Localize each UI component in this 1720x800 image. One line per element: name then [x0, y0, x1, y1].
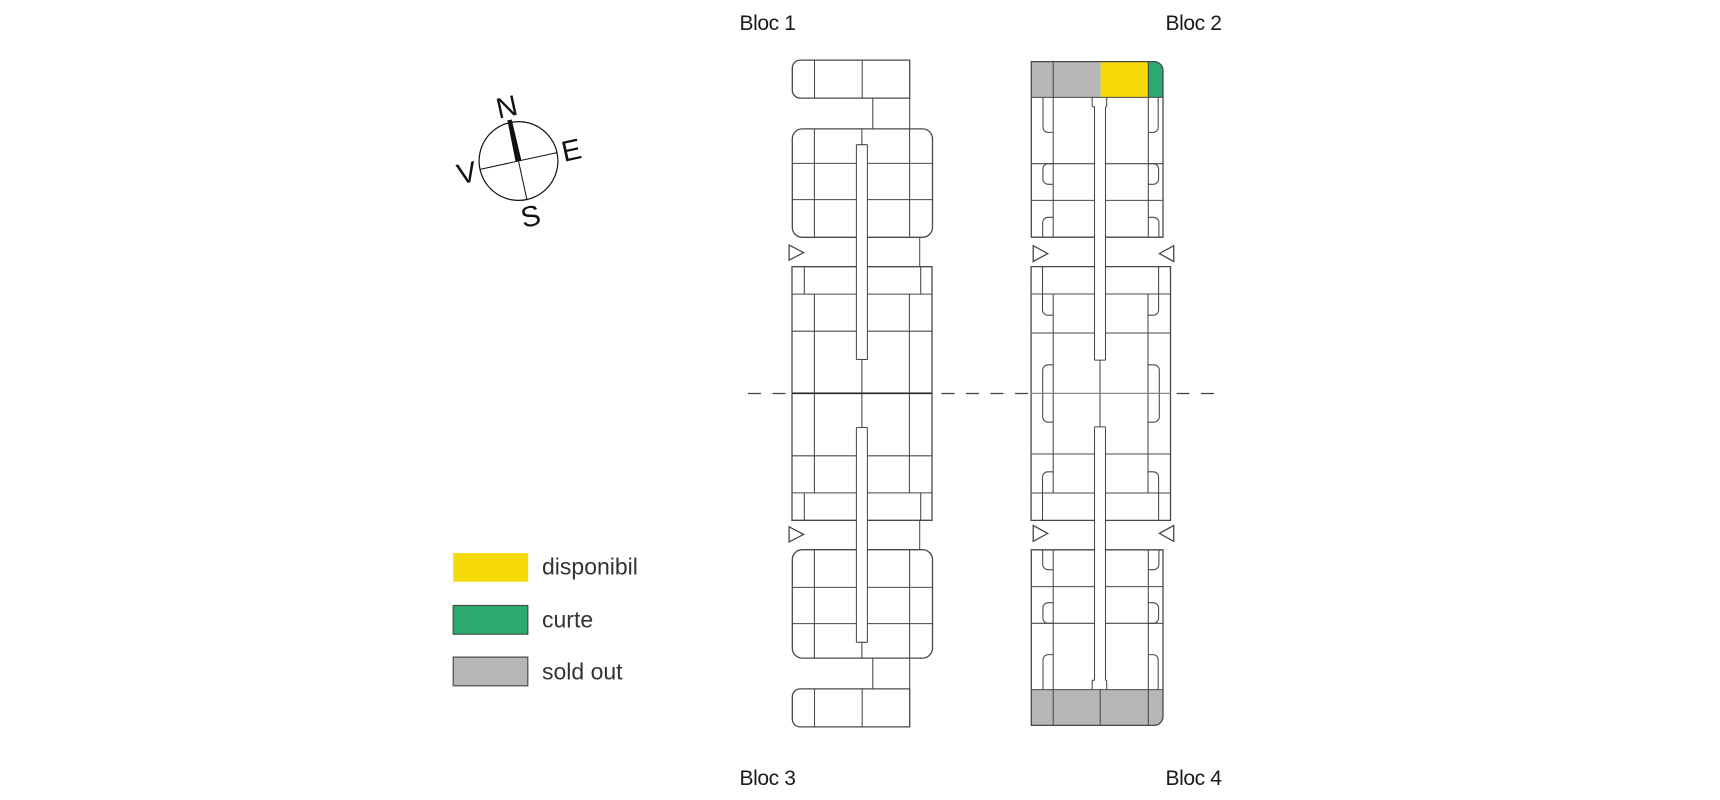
svg-text:Bloc 1: Bloc 1 — [740, 12, 796, 35]
svg-text:disponibil: disponibil — [542, 554, 638, 580]
svg-text:Bloc 4: Bloc 4 — [1166, 767, 1223, 790]
svg-text:Bloc 3: Bloc 3 — [740, 767, 796, 790]
svg-text:Bloc 2: Bloc 2 — [1166, 12, 1222, 35]
svg-text:curte: curte — [542, 607, 593, 633]
svg-text:sold out: sold out — [542, 659, 623, 685]
